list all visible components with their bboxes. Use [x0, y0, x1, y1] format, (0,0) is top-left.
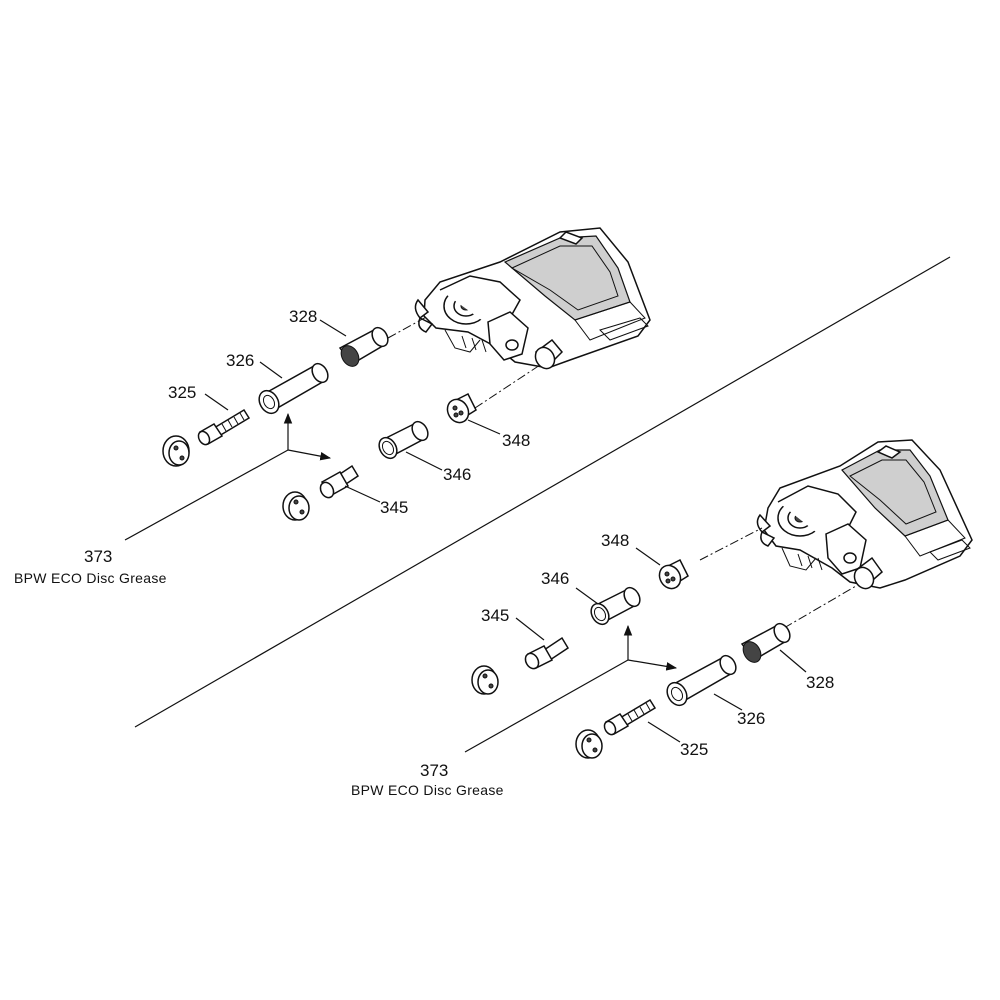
sleeve-346-top-icon [378, 420, 429, 460]
label-345-bottom: 345 [481, 606, 509, 625]
label-346-top: 346 [443, 465, 471, 484]
sleeve-346-bottom-icon [590, 586, 641, 626]
cap-top-left-icon [162, 435, 190, 467]
label-326-bottom: 326 [737, 709, 765, 728]
label-325-bottom: 325 [680, 740, 708, 759]
bolt-325-top-icon [197, 408, 251, 446]
cap-bottom-lower-icon [575, 729, 603, 759]
label-328-top: 328 [289, 307, 317, 326]
bolt-325-bottom-icon [603, 698, 657, 736]
label-grease-bottom: BPW ECO Disc Grease [351, 782, 504, 798]
cap-top-center-icon [282, 491, 310, 521]
label-345-top: 345 [380, 498, 408, 517]
caliper-housing-icon [414, 227, 651, 370]
bushing-328-top-icon [338, 326, 389, 367]
caliper-housing-bottom-icon [756, 439, 973, 590]
sleeve-326-top-icon [258, 362, 329, 415]
bushing-328-bottom-icon [740, 622, 791, 663]
label-373-bottom: 373 [420, 761, 448, 780]
label-373-top: 373 [84, 547, 112, 566]
separator-line [134, 256, 951, 728]
cap-bottom-upper-icon [471, 665, 499, 695]
label-348-bottom: 348 [601, 531, 629, 550]
label-328-bottom: 328 [806, 673, 834, 692]
bolt-345-top-icon [319, 464, 360, 499]
bushing-348-bottom-icon [658, 558, 689, 590]
label-326-top: 326 [226, 351, 254, 370]
top-assembly: 328 326 325 348 346 345 373 BPW ECO Disc… [14, 227, 651, 586]
label-348-top: 348 [502, 431, 530, 450]
label-325-top: 325 [168, 383, 196, 402]
sleeve-326-bottom-icon [666, 654, 737, 707]
bottom-assembly: 348 346 345 328 326 325 373 BPW ECO Disc… [351, 439, 973, 798]
bushing-348-top-icon [446, 392, 477, 424]
label-grease-top: BPW ECO Disc Grease [14, 570, 167, 586]
label-346-bottom: 346 [541, 569, 569, 588]
bolt-345-bottom-icon [524, 636, 570, 670]
